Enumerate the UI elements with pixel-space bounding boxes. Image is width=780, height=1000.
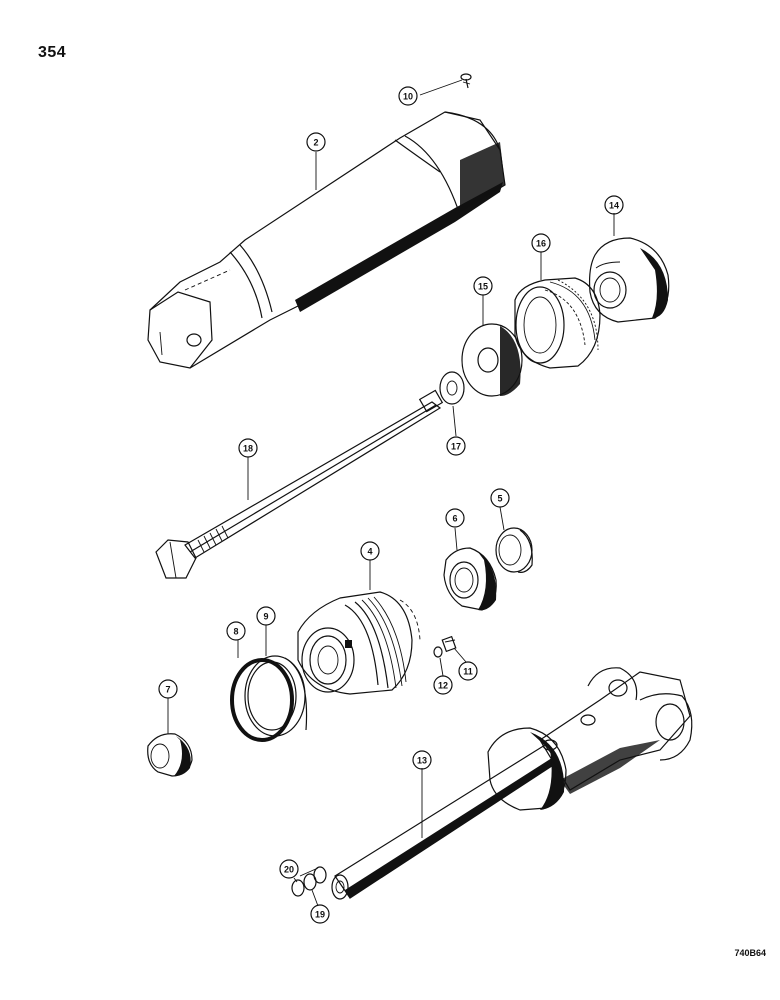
part-8-oring [230,658,294,742]
callout-20: 20 [279,859,299,879]
callout-12: 12 [433,675,453,695]
callout-2: 2 [306,132,326,152]
part-14-piston-cap [588,237,670,323]
part-18-bolt [155,389,444,579]
part-2-cylinder-tube [147,111,506,369]
part-19-ring [303,873,317,891]
svg-text:11: 11 [463,667,473,677]
svg-text:4: 4 [367,547,372,557]
svg-text:15: 15 [478,282,488,292]
callout-8: 8 [226,621,246,641]
callout-9: 9 [256,606,276,626]
callout-5: 5 [490,488,510,508]
svg-text:6: 6 [452,514,457,524]
callout-6: 6 [445,508,465,528]
page-number: 354 [38,44,67,61]
svg-text:8: 8 [233,627,238,637]
part-5-ring [495,527,533,573]
svg-text:17: 17 [451,442,461,452]
part-15-washer [461,323,523,397]
callout-18: 18 [238,438,258,458]
part-6-bearing [443,547,497,611]
part-10-screw [460,73,472,89]
callout-19: 19 [310,904,330,924]
figure-code: 740B64 [734,948,766,958]
svg-text:9: 9 [263,612,268,622]
callout-14: 14 [604,195,624,215]
callout-13: 13 [412,750,432,770]
part-17-small-washer [439,371,465,405]
svg-text:7: 7 [165,685,170,695]
svg-text:13: 13 [417,756,427,766]
svg-text:10: 10 [403,92,413,102]
part-20-ring [291,866,327,897]
leader-lines [167,79,615,907]
svg-text:19: 19 [315,910,325,920]
callout-16: 16 [531,233,551,253]
part-13-piston-rod [331,667,693,900]
part-11-fitting [441,635,457,653]
svg-text:12: 12 [438,681,448,691]
callout-7: 7 [158,679,178,699]
part-4-gland [297,591,421,695]
part-12-small-oring [433,646,443,658]
svg-text:5: 5 [497,494,502,504]
svg-text:20: 20 [284,865,294,875]
part-16-piston-seal [514,277,601,369]
callout-11: 11 [458,661,478,681]
part-9-backup-ring [244,655,308,737]
part-7-cap [147,733,193,777]
svg-text:16: 16 [536,239,546,249]
callout-4: 4 [360,541,380,561]
callout-17: 17 [446,436,466,456]
callout-15: 15 [473,276,493,296]
svg-text:18: 18 [243,444,253,454]
svg-text:14: 14 [609,201,619,211]
svg-text:2: 2 [313,138,318,148]
callout-10: 10 [398,86,418,106]
